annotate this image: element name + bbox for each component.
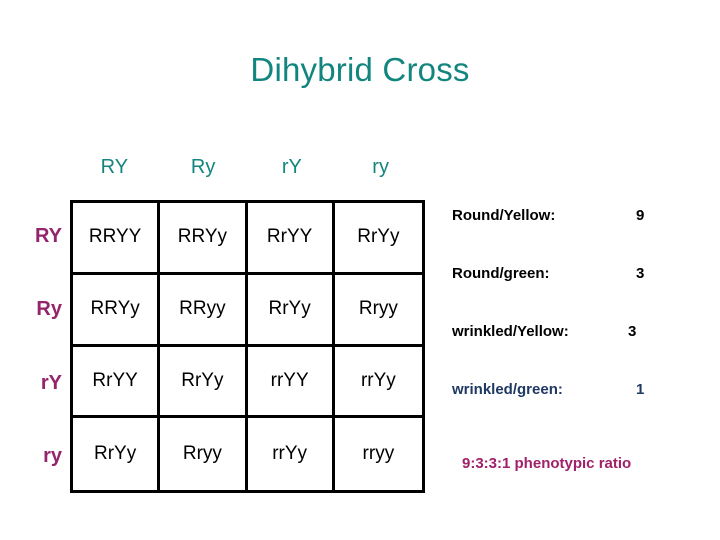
legend-label: Round/Yellow: — [452, 207, 556, 224]
punnett-cell: RrYy — [160, 346, 248, 419]
phenotypic-ratio-text: 9:3:3:1 phenotypic ratio — [462, 455, 632, 472]
punnett-cell: rryy — [362, 443, 395, 465]
punnett-cell: RrYY — [247, 203, 335, 275]
punnett-cell: rrYY — [247, 346, 335, 419]
punnett-row-headers: RY Ry rY ry — [14, 200, 66, 493]
column-header-3: ry — [372, 156, 389, 178]
punnett-cell: rrYy — [334, 347, 422, 419]
punnett-grid: RRYY RRYy RrYY RrYy RRYy RRyy RrYy Rryy … — [70, 200, 425, 493]
punnett-cell: RRyy — [160, 274, 248, 347]
legend-label: wrinkled/green: — [452, 381, 563, 398]
punnett-cell: RrYY — [73, 346, 161, 419]
punnett-cell: RrYy — [247, 274, 335, 347]
column-header-1: Ry — [190, 156, 216, 178]
phenotype-legend: Round/Yellow: 9 Round/green: 3 wrinkled/… — [452, 207, 714, 497]
legend-value: 1 — [636, 381, 645, 398]
punnett-cell: RrYy — [334, 203, 422, 275]
legend-value: 9 — [636, 207, 645, 224]
page-title: Dihybrid Cross — [250, 51, 470, 88]
legend-value: 3 — [628, 323, 637, 340]
punnett-cell: RRYY — [73, 203, 161, 275]
punnett-column-headers: RY Ry rY ry — [70, 152, 425, 192]
punnett-cell: Rryy — [334, 275, 422, 347]
row-header-2: rY — [40, 371, 62, 394]
row-header-3: ry — [43, 444, 62, 467]
legend-item-wrinkled-green: wrinkled/green: 1 — [452, 381, 714, 403]
legend-value: 3 — [636, 265, 645, 282]
punnett-square: RY Ry rY ry RY Ry rY ry RRYY RRYy RrYY R… — [0, 152, 440, 500]
punnett-cell: RRYy — [73, 274, 161, 347]
punnett-cell: RRYy — [160, 203, 248, 275]
legend-label: wrinkled/Yellow: — [452, 323, 569, 340]
row-header-0: RY — [34, 225, 62, 248]
punnett-cell: rrYy — [248, 418, 335, 490]
punnett-cell: RrYy — [73, 418, 161, 490]
legend-item-round-yellow: Round/Yellow: 9 — [452, 207, 714, 229]
legend-item-round-green: Round/green: 3 — [452, 265, 714, 287]
column-header-0: RY — [100, 156, 129, 178]
legend-label: Round/green: — [452, 265, 550, 282]
row-header-1: Ry — [36, 298, 62, 321]
punnett-cell: Rryy — [160, 418, 248, 490]
legend-item-wrinkled-yellow: wrinkled/Yellow: 3 — [452, 323, 714, 345]
column-header-2: rY — [281, 156, 302, 178]
